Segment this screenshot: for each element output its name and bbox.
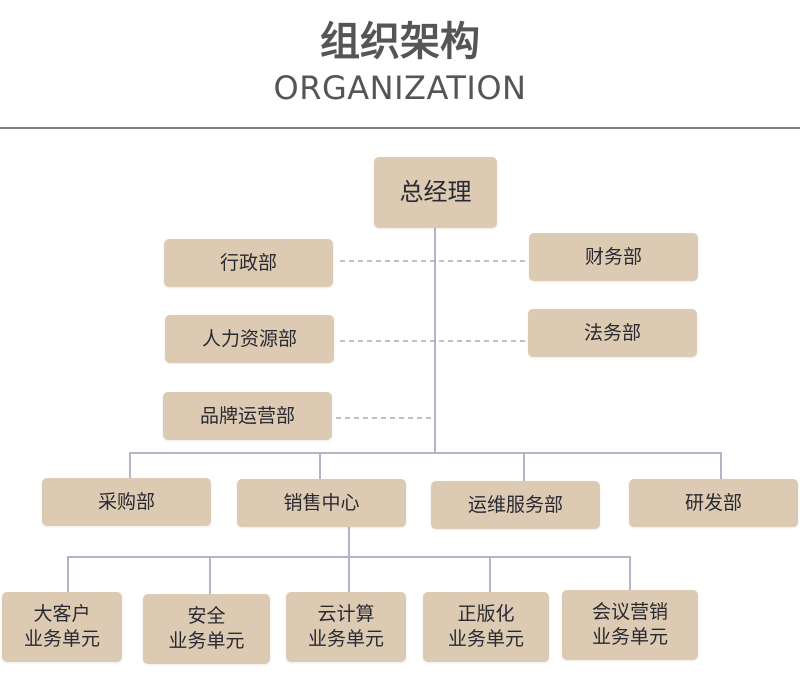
node-label: 研发部 xyxy=(684,491,742,514)
node-label: 人力资源部 xyxy=(201,327,297,350)
node-label: 总经理 xyxy=(399,178,472,206)
node-label: 法务部 xyxy=(583,321,641,344)
node-unit-security: 安全业务单元 xyxy=(143,594,270,664)
page-subtitle: ORGANIZATION xyxy=(273,69,527,107)
node-label-line1: 云计算 xyxy=(317,603,375,625)
node-ceo: 总经理 xyxy=(374,157,497,228)
page-title: 组织架构 xyxy=(320,19,480,65)
node-label-line1: 大客户 xyxy=(33,603,91,625)
node-label-line1: 会议营销 xyxy=(591,601,668,623)
node-label: 行政部 xyxy=(219,251,277,274)
node-label: 品牌运营部 xyxy=(199,404,295,427)
node-label: 运维服务部 xyxy=(467,493,563,516)
node-hr: 人力资源部 xyxy=(165,315,334,363)
node-label-line2: 业务单元 xyxy=(447,628,524,650)
node-unit-conference: 会议营销业务单元 xyxy=(562,590,698,660)
node-purchasing: 采购部 xyxy=(42,478,211,526)
node-unit-key-accounts: 大客户业务单元 xyxy=(2,592,122,662)
node-label-line2: 业务单元 xyxy=(23,628,100,650)
node-brand: 品牌运营部 xyxy=(163,392,332,440)
node-finance: 财务部 xyxy=(529,233,698,281)
node-unit-cloud: 云计算业务单元 xyxy=(286,592,406,662)
node-label: 财务部 xyxy=(584,245,642,268)
node-ops-service: 运维服务部 xyxy=(431,481,600,529)
node-rnd: 研发部 xyxy=(629,479,798,527)
node-label: 采购部 xyxy=(97,490,155,513)
node-sales-center: 销售中心 xyxy=(237,479,406,527)
node-label-line1: 安全 xyxy=(187,605,226,627)
node-admin: 行政部 xyxy=(164,239,333,287)
node-label-line1: 正版化 xyxy=(457,603,515,625)
node-legal: 法务部 xyxy=(528,309,697,357)
node-unit-licensing: 正版化业务单元 xyxy=(423,592,549,662)
header-divider xyxy=(0,127,800,129)
node-label-line2: 业务单元 xyxy=(168,630,245,652)
node-label-line2: 业务单元 xyxy=(591,626,668,648)
node-label: 销售中心 xyxy=(283,491,360,514)
node-label-line2: 业务单元 xyxy=(307,628,384,650)
